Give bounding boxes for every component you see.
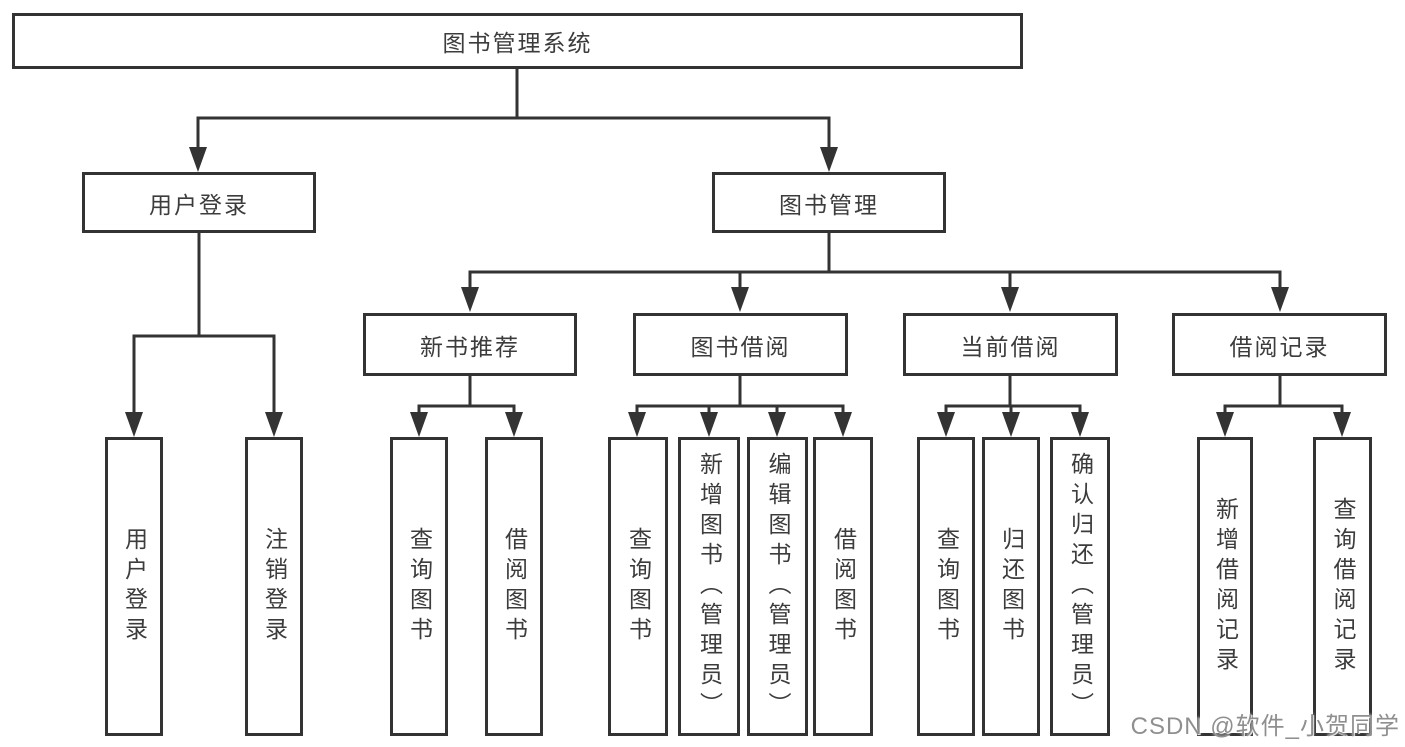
arrow-down-icon [125, 412, 143, 437]
arrow-down-icon [461, 287, 479, 312]
arrow-down-icon [1002, 412, 1020, 437]
leaf-current-return-book: 归还图书 [982, 437, 1040, 736]
node-new-book-recommend: 新书推荐 [363, 313, 577, 376]
node-library-management-system: 图书管理系统 [12, 13, 1023, 69]
arrow-down-icon [628, 412, 646, 437]
arrow-down-icon [505, 412, 523, 437]
connector-current-borrow-branches [937, 376, 1089, 437]
connector-book-borrow-branches [628, 376, 852, 437]
leaf-borrow-edit-book-admin: 编辑图书（管理员） [747, 437, 808, 736]
node-current-borrow: 当前借阅 [903, 313, 1118, 376]
leaf-borrow-borrow-book: 借阅图书 [813, 437, 873, 736]
arrow-down-icon [700, 412, 718, 437]
leaf-recommend-query-book: 查询图书 [390, 437, 448, 736]
leaf-logout: 注销登录 [245, 437, 303, 736]
arrow-down-icon [265, 412, 283, 437]
connector-borrow-record-branches [1216, 376, 1351, 437]
connector-user-login-branches [125, 233, 283, 437]
leaf-borrow-query-book: 查询图书 [608, 437, 668, 736]
leaf-borrow-add-book-admin: 新增图书（管理员） [678, 437, 740, 736]
arrow-down-icon [1216, 412, 1234, 437]
arrow-down-icon [820, 147, 838, 172]
connector-book-management-branches [461, 233, 1289, 312]
connector-new-book-recommend-branches [410, 376, 523, 437]
arrow-down-icon [1271, 287, 1289, 312]
arrow-down-icon [1071, 412, 1089, 437]
node-user-login: 用户登录 [82, 172, 316, 233]
leaf-recommend-borrow-book: 借阅图书 [485, 437, 543, 736]
leaf-record-add: 新增借阅记录 [1197, 437, 1253, 736]
arrow-down-icon [189, 147, 207, 172]
node-book-management: 图书管理 [712, 172, 946, 233]
leaf-record-query: 查询借阅记录 [1313, 437, 1372, 736]
arrow-down-icon [937, 412, 955, 437]
arrow-down-icon [410, 412, 428, 437]
arrow-down-icon [768, 412, 786, 437]
arrow-down-icon [1001, 287, 1019, 312]
arrow-down-icon [731, 287, 749, 312]
leaf-current-query-book: 查询图书 [917, 437, 975, 736]
node-book-borrow: 图书借阅 [633, 313, 848, 376]
leaf-user-login: 用户登录 [105, 437, 163, 736]
node-borrow-record: 借阅记录 [1172, 313, 1387, 376]
arrow-down-icon [834, 412, 852, 437]
connector-root-branches [189, 69, 838, 172]
arrow-down-icon [1333, 412, 1351, 437]
watermark: CSDN @软件_小贺同学 [1130, 713, 1400, 740]
leaf-current-confirm-return-admin: 确认归还（管理员） [1050, 437, 1110, 736]
